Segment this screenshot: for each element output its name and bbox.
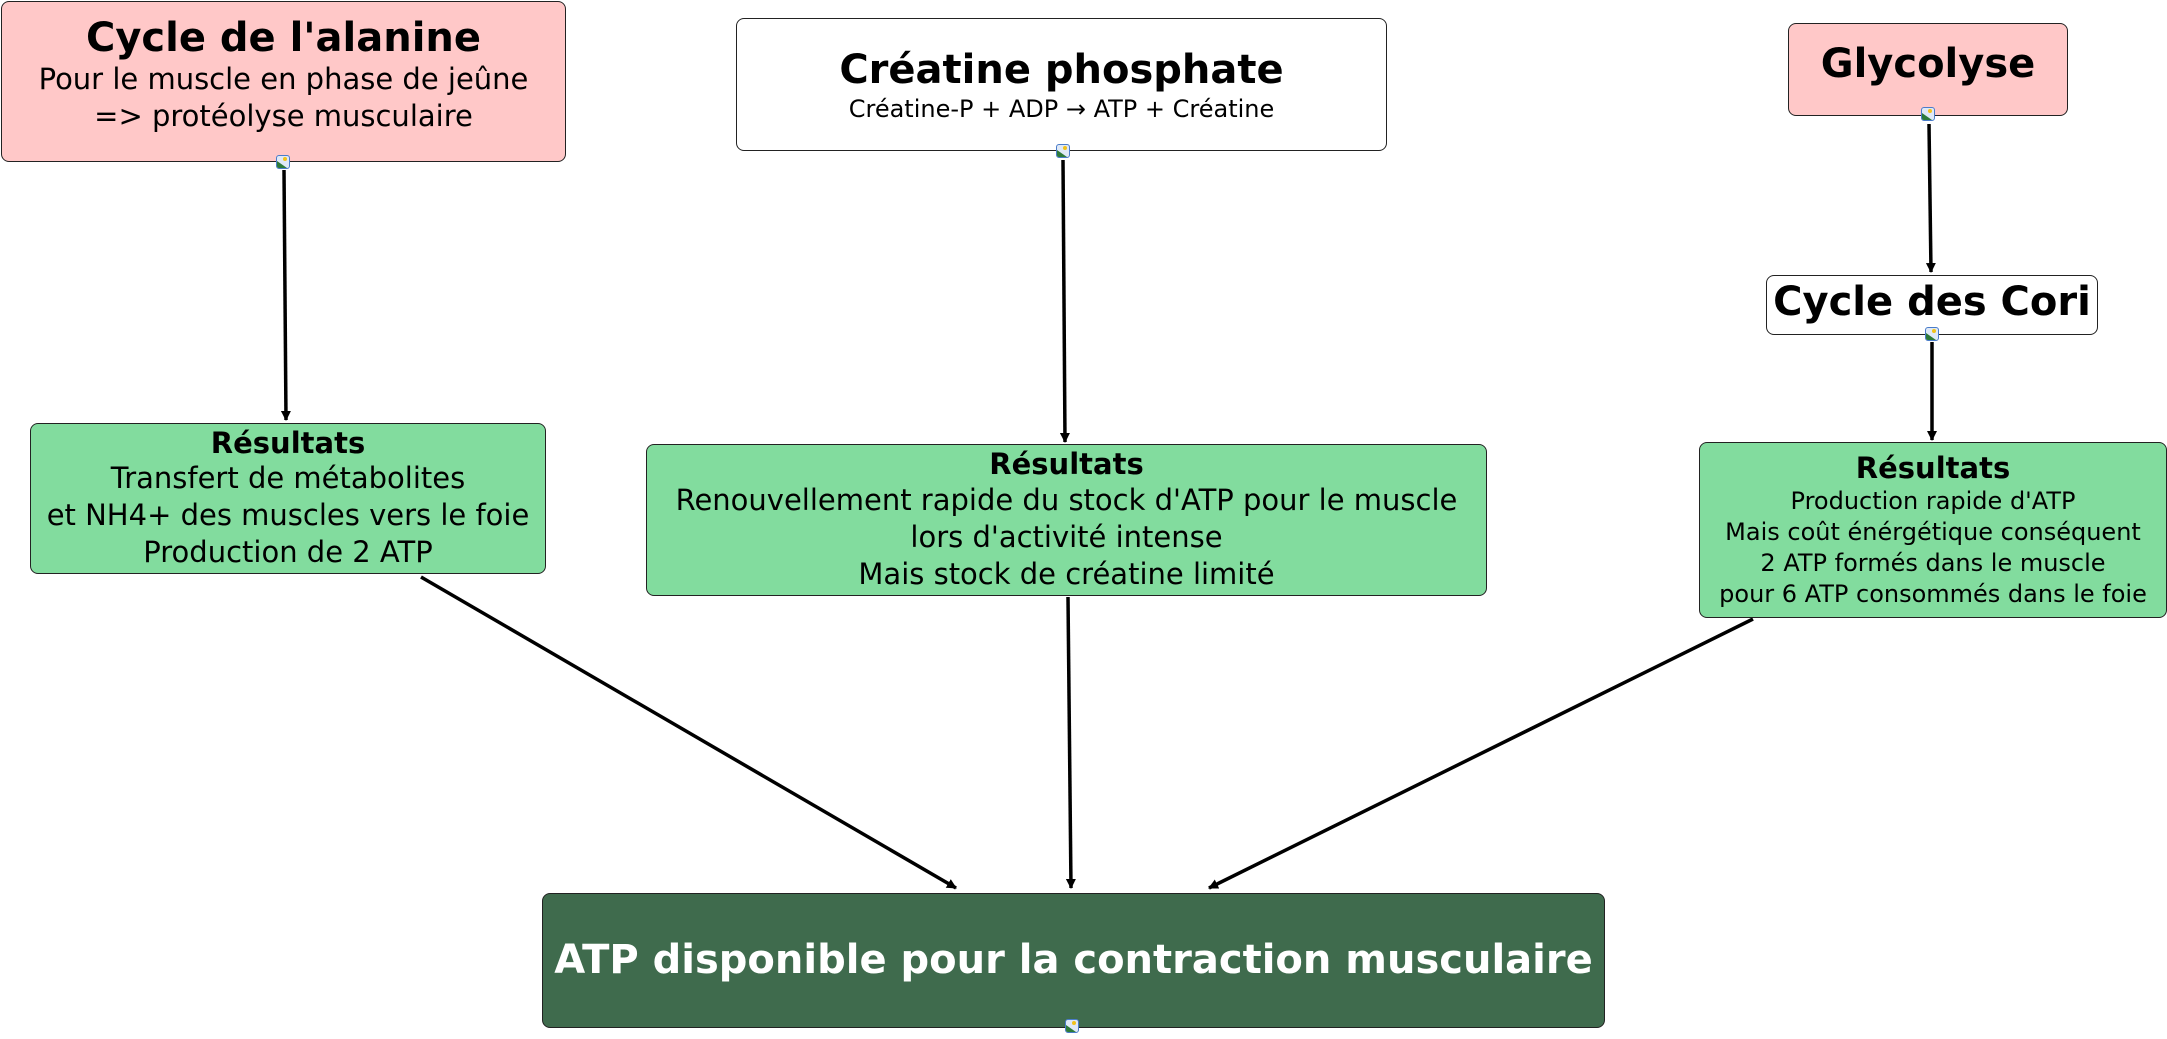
node-text-line: Renouvellement rapide du stock d'ATP pou… <box>675 483 1458 517</box>
node-title: Résultats <box>210 426 366 460</box>
node-title: Résultats <box>1855 451 2011 485</box>
node-title: ATP disponible pour la contraction muscu… <box>554 936 1593 983</box>
image-attachment-icon[interactable] <box>1921 107 1935 121</box>
node-text-line: => protéolyse musculaire <box>94 98 473 133</box>
edge-result-alanine-to-atp <box>420 575 957 890</box>
node-text-line: Mais stock de créatine limité <box>858 557 1275 591</box>
node-title: Cycle de l'alanine <box>85 14 482 61</box>
node-text-line: Transfert de métabolites <box>110 461 466 495</box>
edge-alanine-to-result <box>280 169 291 421</box>
node-results-creatine[interactable]: Résultats Renouvellement rapide du stock… <box>646 444 1487 596</box>
node-results-alanine[interactable]: Résultats Transfert de métabolites et NH… <box>30 423 546 574</box>
node-creatine-phosphate[interactable]: Créatine phosphate Créatine-P + ADP → AT… <box>736 18 1387 151</box>
node-text-line: Créatine-P + ADP → ATP + Créatine <box>848 94 1275 123</box>
node-title: Créatine phosphate <box>839 46 1284 93</box>
node-text-line: Production de 2 ATP <box>143 535 433 569</box>
node-cycle-cori[interactable]: Cycle des Cori <box>1766 275 2098 335</box>
node-title: Cycle des Cori <box>1773 279 2091 325</box>
node-text-line: Production rapide d'ATP <box>1790 487 2076 515</box>
edge-creatine-to-result <box>1059 159 1070 443</box>
node-text-line: et NH4+ des muscles vers le foie <box>46 498 530 532</box>
node-text-line: Pour le muscle en phase de jeûne <box>38 61 529 96</box>
node-title: Glycolyse <box>1820 40 2036 87</box>
edge-glycolyse-to-cori <box>1925 123 1936 273</box>
node-text-line: lors d'activité intense <box>910 520 1223 554</box>
image-attachment-icon[interactable] <box>276 155 290 169</box>
edge-result-creatine-to-atp <box>1065 596 1076 889</box>
node-text-line: Mais coût énérgétique conséquent <box>1725 518 2141 546</box>
node-glycolyse[interactable]: Glycolyse <box>1788 23 2068 116</box>
image-attachment-icon[interactable] <box>1925 327 1939 341</box>
node-text-line: pour 6 ATP consommés dans le foie <box>1719 580 2147 608</box>
image-attachment-icon[interactable] <box>1056 144 1070 158</box>
node-results-cori[interactable]: Résultats Production rapide d'ATP Mais c… <box>1699 442 2167 618</box>
node-text-line: 2 ATP formés dans le muscle <box>1760 549 2106 577</box>
edge-result-cori-to-atp <box>1208 617 1754 890</box>
node-atp-disponible[interactable]: ATP disponible pour la contraction muscu… <box>542 893 1605 1028</box>
image-attachment-icon[interactable] <box>1065 1019 1079 1033</box>
node-title: Résultats <box>989 447 1144 481</box>
node-cycle-alanine[interactable]: Cycle de l'alanine Pour le muscle en pha… <box>1 1 566 162</box>
